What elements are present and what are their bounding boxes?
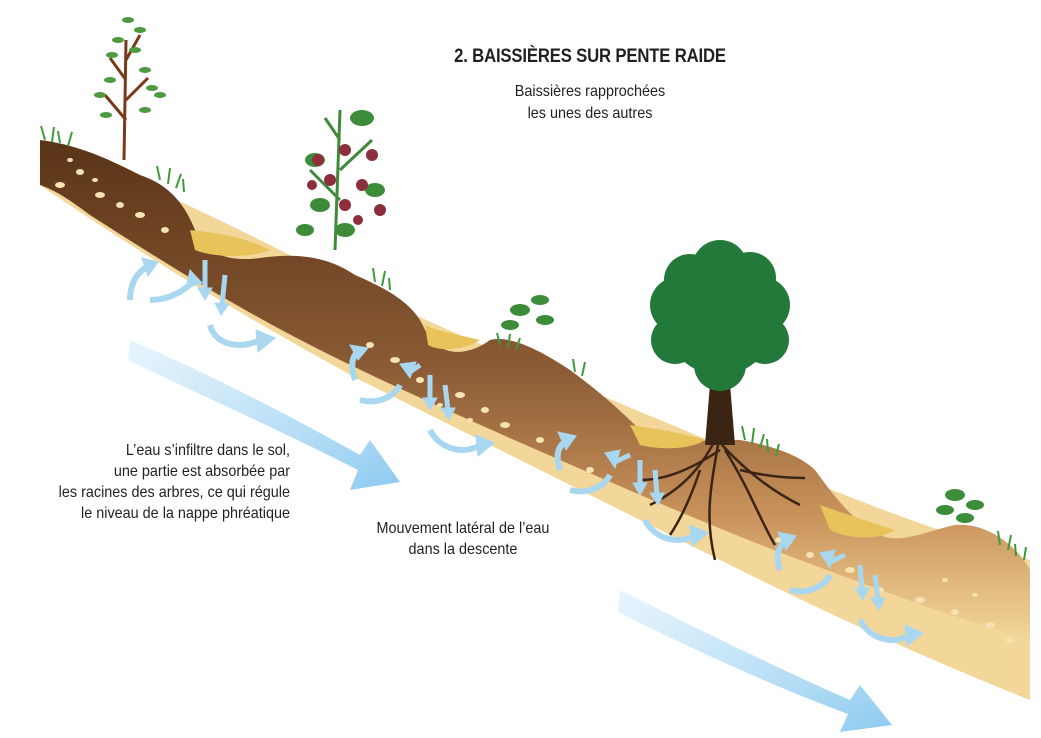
lateral-flow-arrow-upper — [128, 340, 400, 490]
infiltration-arrows — [127, 257, 924, 647]
young-tree — [94, 17, 166, 161]
infiltration-caption-line-3: les racines des arbres, ce qui régule — [58, 484, 290, 501]
lateral-flow-arrows — [128, 340, 892, 732]
pebbles — [55, 158, 1014, 643]
mature-tree — [639, 240, 806, 561]
lateral-flow-caption: Mouvement latéral de l’eau dans la desce… — [360, 518, 567, 560]
small-shrub-1 — [501, 295, 554, 330]
topsoil-layer — [40, 140, 1030, 640]
lateral-flow-caption-line-1: Mouvement latéral de l’eau — [376, 520, 550, 537]
grass-tufts — [40, 125, 1027, 561]
berry-bush — [296, 109, 386, 251]
infiltration-caption-line-2: une partie est absorbée par — [113, 463, 290, 480]
infiltration-caption-line-4: le niveau de la nappe phréatique — [81, 505, 290, 522]
lateral-flow-caption-line-2: dans la descente — [408, 541, 518, 558]
tree-canopy — [650, 240, 790, 391]
diagram-subtitle: Baissières rapprochées les unes des autr… — [482, 81, 698, 125]
diagram-title: 2. BAISSIÈRES SUR PENTE RAIDE — [454, 46, 726, 67]
mulch-patches — [190, 230, 895, 538]
infiltration-caption: L’eau s’infiltre dans le sol, une partie… — [29, 440, 290, 524]
small-shrub-2 — [936, 489, 984, 523]
infiltration-caption-line-1: L’eau s’infiltre dans le sol, — [125, 442, 290, 459]
subtitle-line-1: Baissières rapprochées — [514, 83, 666, 100]
subtitle-line-2: les unes des autres — [527, 105, 653, 122]
lateral-flow-arrow-lower — [618, 590, 892, 732]
